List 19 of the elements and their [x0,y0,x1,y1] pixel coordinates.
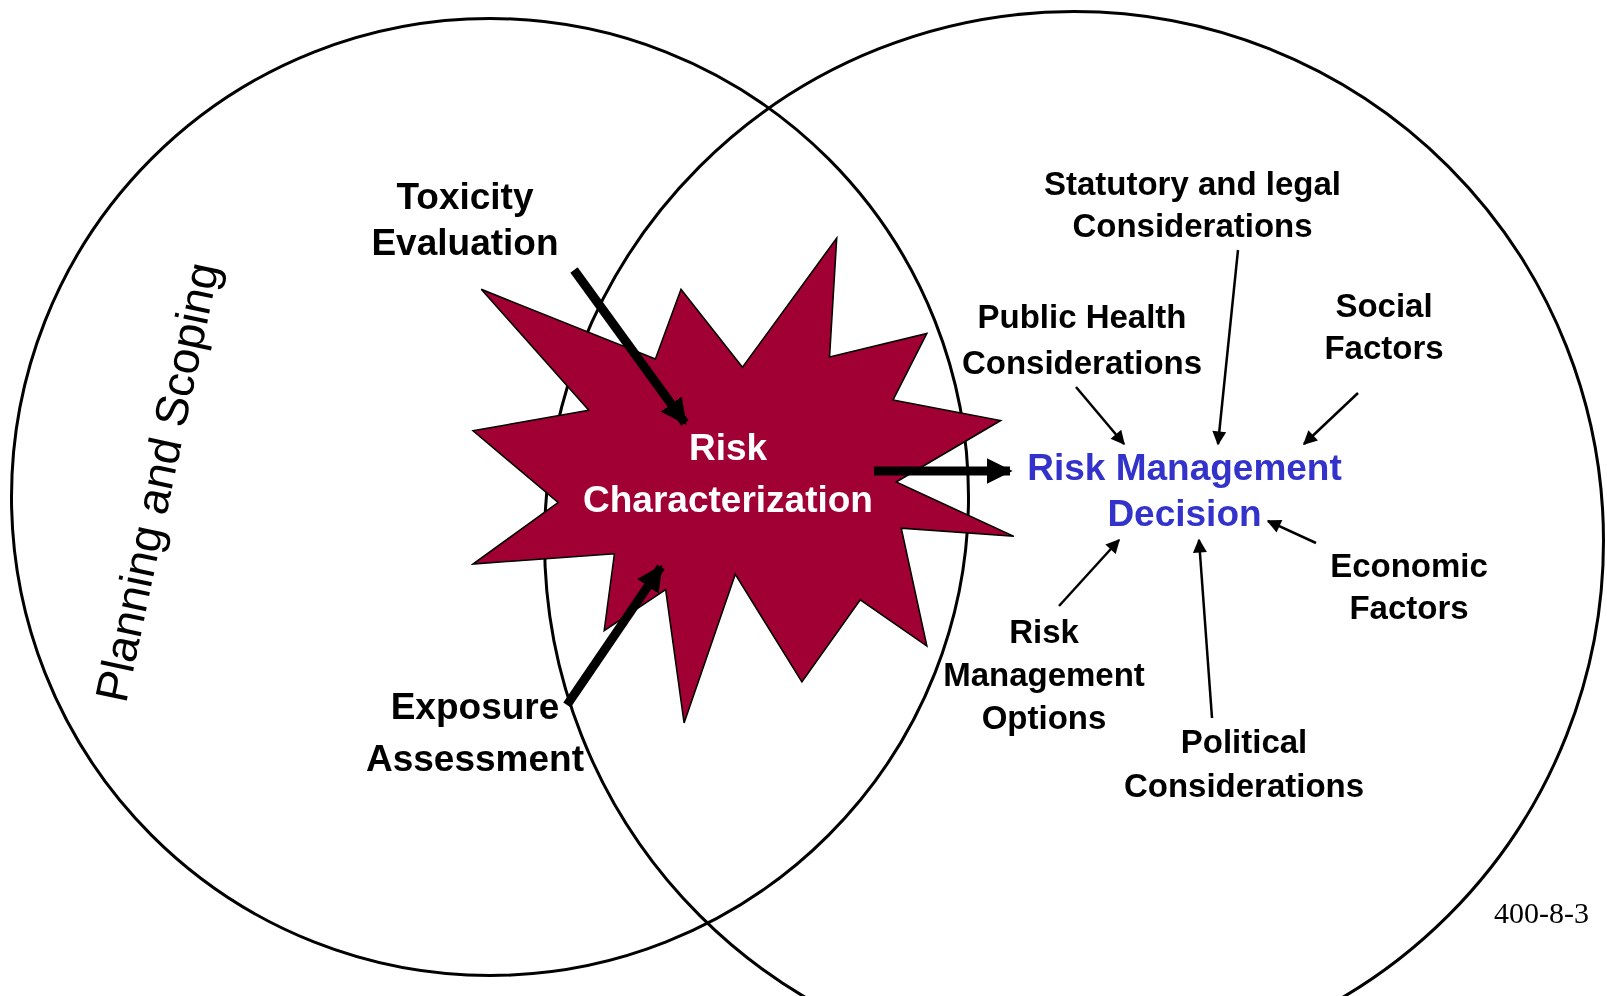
arrow [874,458,1013,484]
arrow [570,267,689,426]
node-label: Social Factors [1323,286,1445,368]
node-label: Toxicity Evaluation [370,175,560,265]
node-label: Economic Factors [1329,546,1489,628]
node-label: Risk Characterization [582,426,874,522]
arrow [1303,392,1359,445]
arrow [1266,519,1317,545]
node-label: Risk Management Decision [1026,446,1343,536]
figure-number: 400-8-3 [1494,895,1589,931]
circle-title: Planning and Scoping [84,256,230,709]
arrow [1058,538,1120,607]
node-label: Exposure Assessment [365,685,585,781]
arrow [563,564,665,708]
arrow [1212,249,1240,446]
arrow [1075,386,1125,446]
node-label: Public Health Considerations [960,297,1204,383]
arrow [1192,538,1214,719]
node-label: Statutory and legal Considerations [1042,164,1343,246]
